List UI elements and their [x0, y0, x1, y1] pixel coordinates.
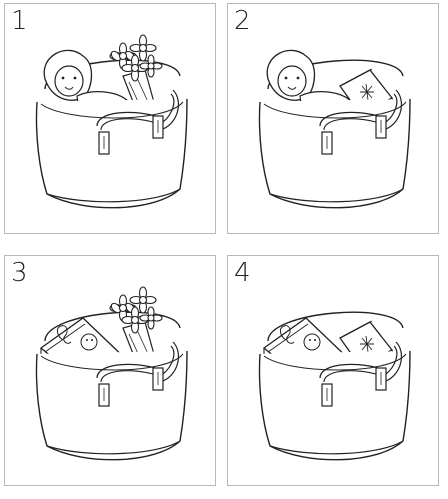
basket-illustration [5, 256, 215, 485]
panel-number: 1 [11, 6, 28, 36]
panel-number: 2 [234, 6, 251, 36]
basket-icon [36, 342, 187, 460]
basket-icon [259, 342, 410, 460]
basket-icon [259, 90, 410, 208]
basket-illustration [228, 256, 438, 485]
panel-4: 4 [227, 255, 439, 486]
panel-3: 3 [4, 255, 216, 486]
panel-2: 2 [227, 3, 439, 234]
basket-illustration [228, 4, 438, 233]
basket-icon [36, 90, 187, 208]
panel-1: 1 [4, 3, 216, 234]
basket-illustration [5, 4, 215, 233]
panel-number: 4 [234, 258, 251, 288]
panel-number: 3 [11, 258, 28, 288]
